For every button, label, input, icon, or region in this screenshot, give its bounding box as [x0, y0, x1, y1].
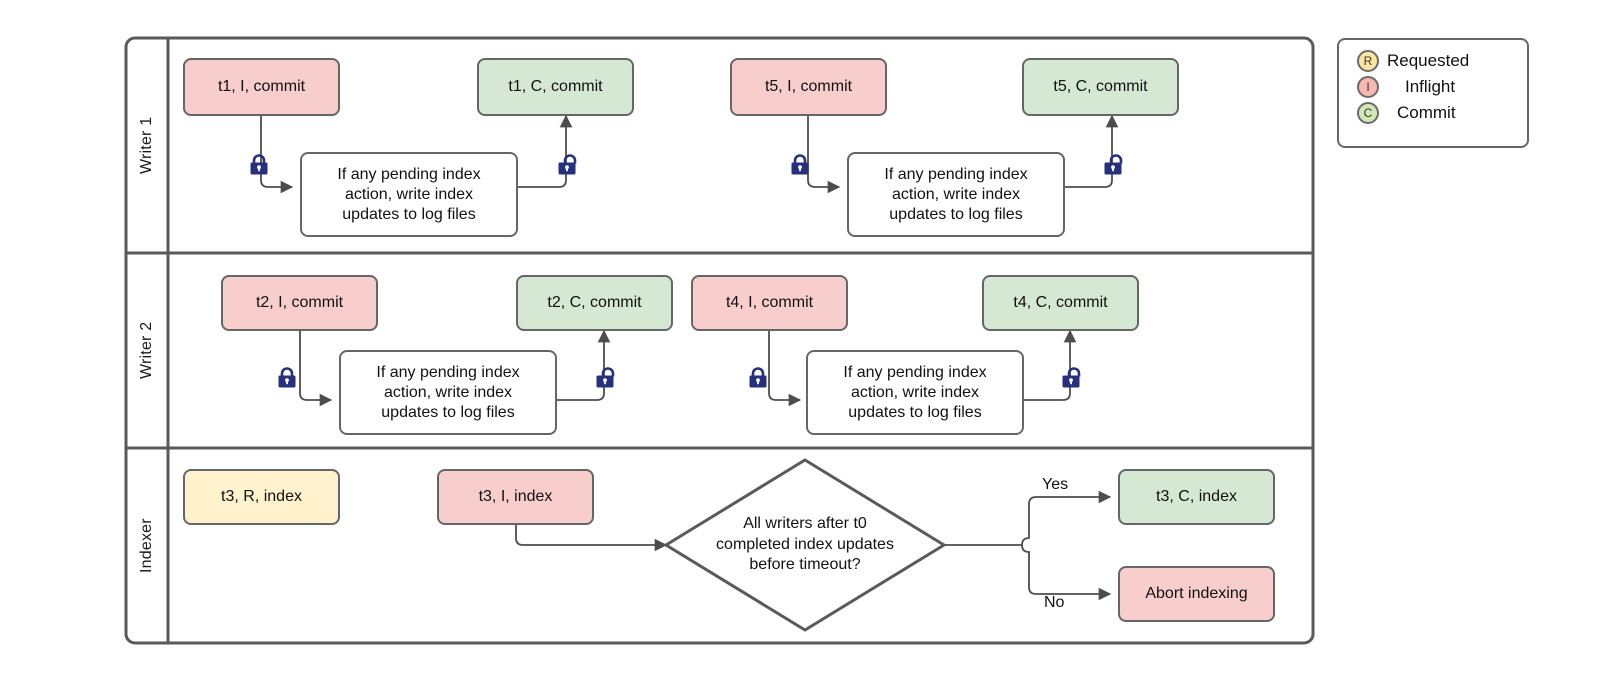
process-writer1-left[interactable]: If any pending index action, write index… — [300, 152, 518, 237]
decision-line: All writers after t0 — [743, 514, 867, 532]
padlock-open-icon — [556, 153, 578, 177]
process-line: updates to log files — [342, 205, 476, 223]
edge-label-no: No — [1044, 594, 1065, 611]
legend-dot-requested-icon: R — [1357, 50, 1379, 72]
process-line: action, write index — [383, 383, 513, 401]
process-line: updates to log files — [848, 403, 982, 421]
writer1-connectors — [260, 114, 1119, 194]
legend-label-commit: Commit — [1397, 103, 1456, 122]
node-t5-commit-commit[interactable]: t5, C, commit — [1022, 58, 1179, 116]
lane-label-writer-2: Writer 2 — [138, 321, 155, 380]
process-line: updates to log files — [889, 205, 1023, 223]
indexer-connectors — [515, 490, 1112, 601]
lane-label-indexer: Indexer — [138, 518, 155, 573]
node-t3-inflight-index[interactable]: t3, I, index — [437, 469, 594, 525]
decision-line: before timeout? — [749, 556, 861, 574]
padlock-closed-icon — [276, 366, 298, 390]
node-abort-indexing[interactable]: Abort indexing — [1118, 566, 1275, 622]
process-writer1-right[interactable]: If any pending index action, write index… — [847, 152, 1065, 237]
node-t1-commit-commit[interactable]: t1, C, commit — [477, 58, 634, 116]
padlock-closed-icon — [248, 153, 270, 177]
process-line: action, write index — [891, 185, 1021, 203]
process-line: If any pending index — [884, 165, 1028, 183]
padlock-open-icon — [1060, 366, 1082, 390]
process-writer2-right[interactable]: If any pending index action, write index… — [806, 350, 1024, 435]
writer2-connectors — [299, 329, 1077, 407]
padlock-closed-icon — [747, 366, 769, 390]
process-line: If any pending index — [376, 363, 520, 381]
padlock-closed-icon — [789, 153, 811, 177]
node-t3-commit-index[interactable]: t3, C, index — [1118, 469, 1275, 525]
legend-label-inflight: Inflight — [1405, 77, 1456, 96]
indexer-decision-shape — [663, 458, 947, 632]
decision-line: completed index updates — [716, 535, 894, 553]
process-line: If any pending index — [337, 165, 481, 183]
node-t1-inflight-commit[interactable]: t1, I, commit — [183, 58, 340, 116]
legend-item-commit: C Commit — [1357, 100, 1517, 126]
node-t2-inflight-commit[interactable]: t2, I, commit — [221, 275, 378, 331]
lane-label-writer-1: Writer 1 — [138, 116, 155, 175]
process-writer2-left[interactable]: If any pending index action, write index… — [339, 350, 557, 435]
legend-dot-commit-icon: C — [1357, 102, 1379, 124]
node-t3-requested-index[interactable]: t3, R, index — [183, 469, 340, 525]
legend-label-requested: Requested — [1387, 51, 1470, 70]
node-t4-inflight-commit[interactable]: t4, I, commit — [691, 275, 848, 331]
process-line: action, write index — [850, 383, 980, 401]
process-line: If any pending index — [843, 363, 987, 381]
legend-item-inflight: I Inflight — [1357, 74, 1517, 100]
edge-label-yes: Yes — [1042, 476, 1069, 493]
process-line: updates to log files — [381, 403, 515, 421]
node-t5-inflight-commit[interactable]: t5, I, commit — [730, 58, 887, 116]
node-t2-commit-commit[interactable]: t2, C, commit — [516, 275, 673, 331]
padlock-open-icon — [1102, 153, 1124, 177]
decision-label: All writers after t0 completed index upd… — [690, 508, 920, 582]
legend-dot-inflight-icon: I — [1357, 76, 1379, 98]
process-line: action, write index — [344, 185, 474, 203]
node-t4-commit-commit[interactable]: t4, C, commit — [982, 275, 1139, 331]
legend-item-requested: R Requested — [1357, 48, 1517, 74]
padlock-open-icon — [594, 366, 616, 390]
legend-panel: R Requested I Inflight C Commit — [1337, 38, 1529, 148]
